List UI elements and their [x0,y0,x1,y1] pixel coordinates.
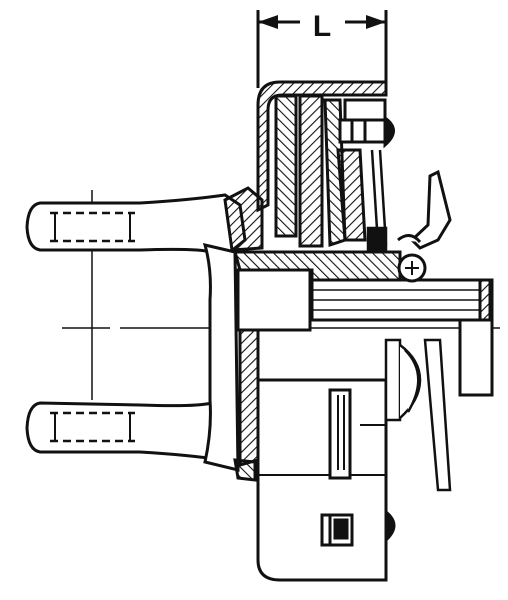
dimension-l [256,10,388,88]
yoke-lower-lug [25,401,234,462]
dimension-label: L [313,10,331,43]
hub-section [233,250,402,332]
friction-plates [366,149,388,252]
spring-lever [397,169,452,283]
bolt-top [338,115,395,149]
flange-lower [238,328,388,582]
shaft [310,278,494,397]
seal [233,458,257,482]
yoke-upper-lug [25,193,247,254]
housing-upper [256,80,388,248]
yoke-body [202,186,264,472]
cam-assembly [384,338,452,492]
bolt-bottom [320,508,396,547]
